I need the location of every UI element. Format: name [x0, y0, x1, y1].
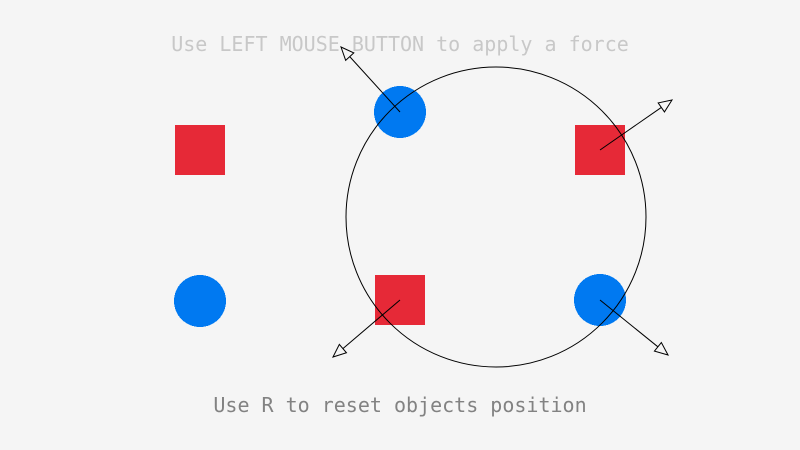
physics-object-red-square[interactable] — [175, 125, 225, 175]
instruction-apply-force: Use LEFT MOUSE BUTTON to apply a force — [171, 32, 629, 56]
force-arrowhead — [340, 46, 355, 62]
boundary-circle — [345, 66, 647, 368]
force-arrow-line — [599, 299, 659, 348]
force-arrow-line — [342, 299, 401, 349]
physics-object-blue-circle[interactable] — [174, 275, 226, 327]
force-arrow-line — [599, 107, 662, 151]
force-arrowhead — [653, 341, 669, 356]
force-arrowhead — [657, 99, 674, 113]
instruction-reset: Use R to reset objects position — [213, 393, 587, 417]
force-arrow-line — [349, 56, 401, 113]
force-arrowhead — [332, 343, 348, 358]
